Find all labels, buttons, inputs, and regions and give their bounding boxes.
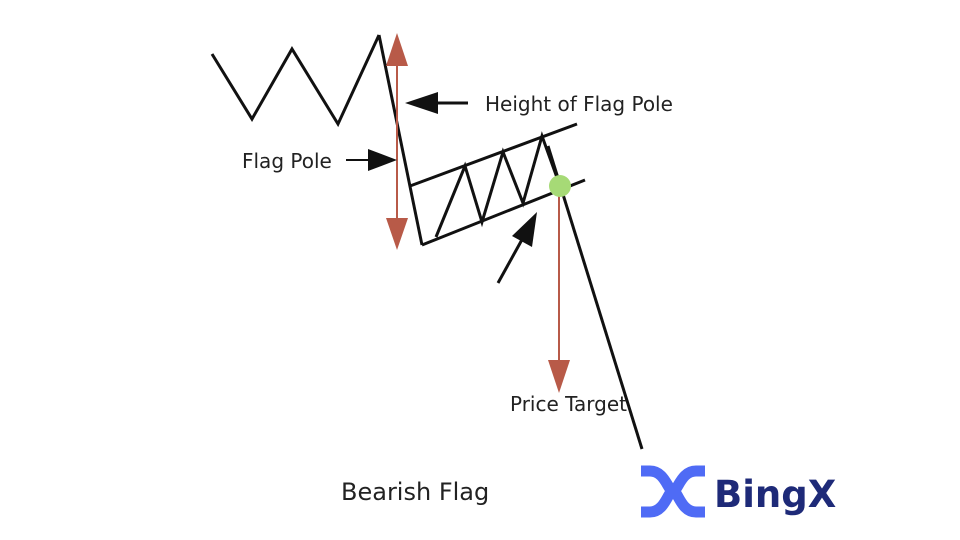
- breakout-point-marker: [549, 175, 571, 197]
- bingx-wordmark: BingX: [714, 473, 836, 516]
- flag-price-zigzag: [434, 131, 562, 238]
- flag-pole-label: Flag Pole: [242, 149, 332, 173]
- height-of-flag-pole-label: Height of Flag Pole: [485, 92, 673, 116]
- price-target-label: Price Target: [510, 392, 627, 416]
- bingx-x-mark-icon: [641, 465, 705, 518]
- arrowhead-down-icon: [548, 360, 570, 393]
- arrow-right-icon: [368, 149, 397, 171]
- arrow-up-right-icon: [512, 212, 537, 247]
- flag-channel-pointer-arrow: [496, 212, 537, 284]
- prior-price-zigzag: [210, 34, 381, 128]
- diagram-title: Bearish Flag: [341, 478, 489, 506]
- flag-upper-trendline: [409, 122, 578, 188]
- breakout-line: [546, 145, 644, 450]
- flag-pole-line: [377, 34, 424, 246]
- arrowhead-up-icon: [386, 33, 408, 66]
- height-label-arrow: [405, 92, 468, 114]
- flag-pole-label-arrow: [346, 149, 397, 171]
- arrowhead-down-icon: [386, 218, 408, 250]
- price-target-arrow: [548, 190, 570, 393]
- bingx-logo: BingX: [641, 465, 836, 518]
- flag-pole-height-arrow: [386, 33, 408, 250]
- arrow-left-icon: [405, 92, 438, 114]
